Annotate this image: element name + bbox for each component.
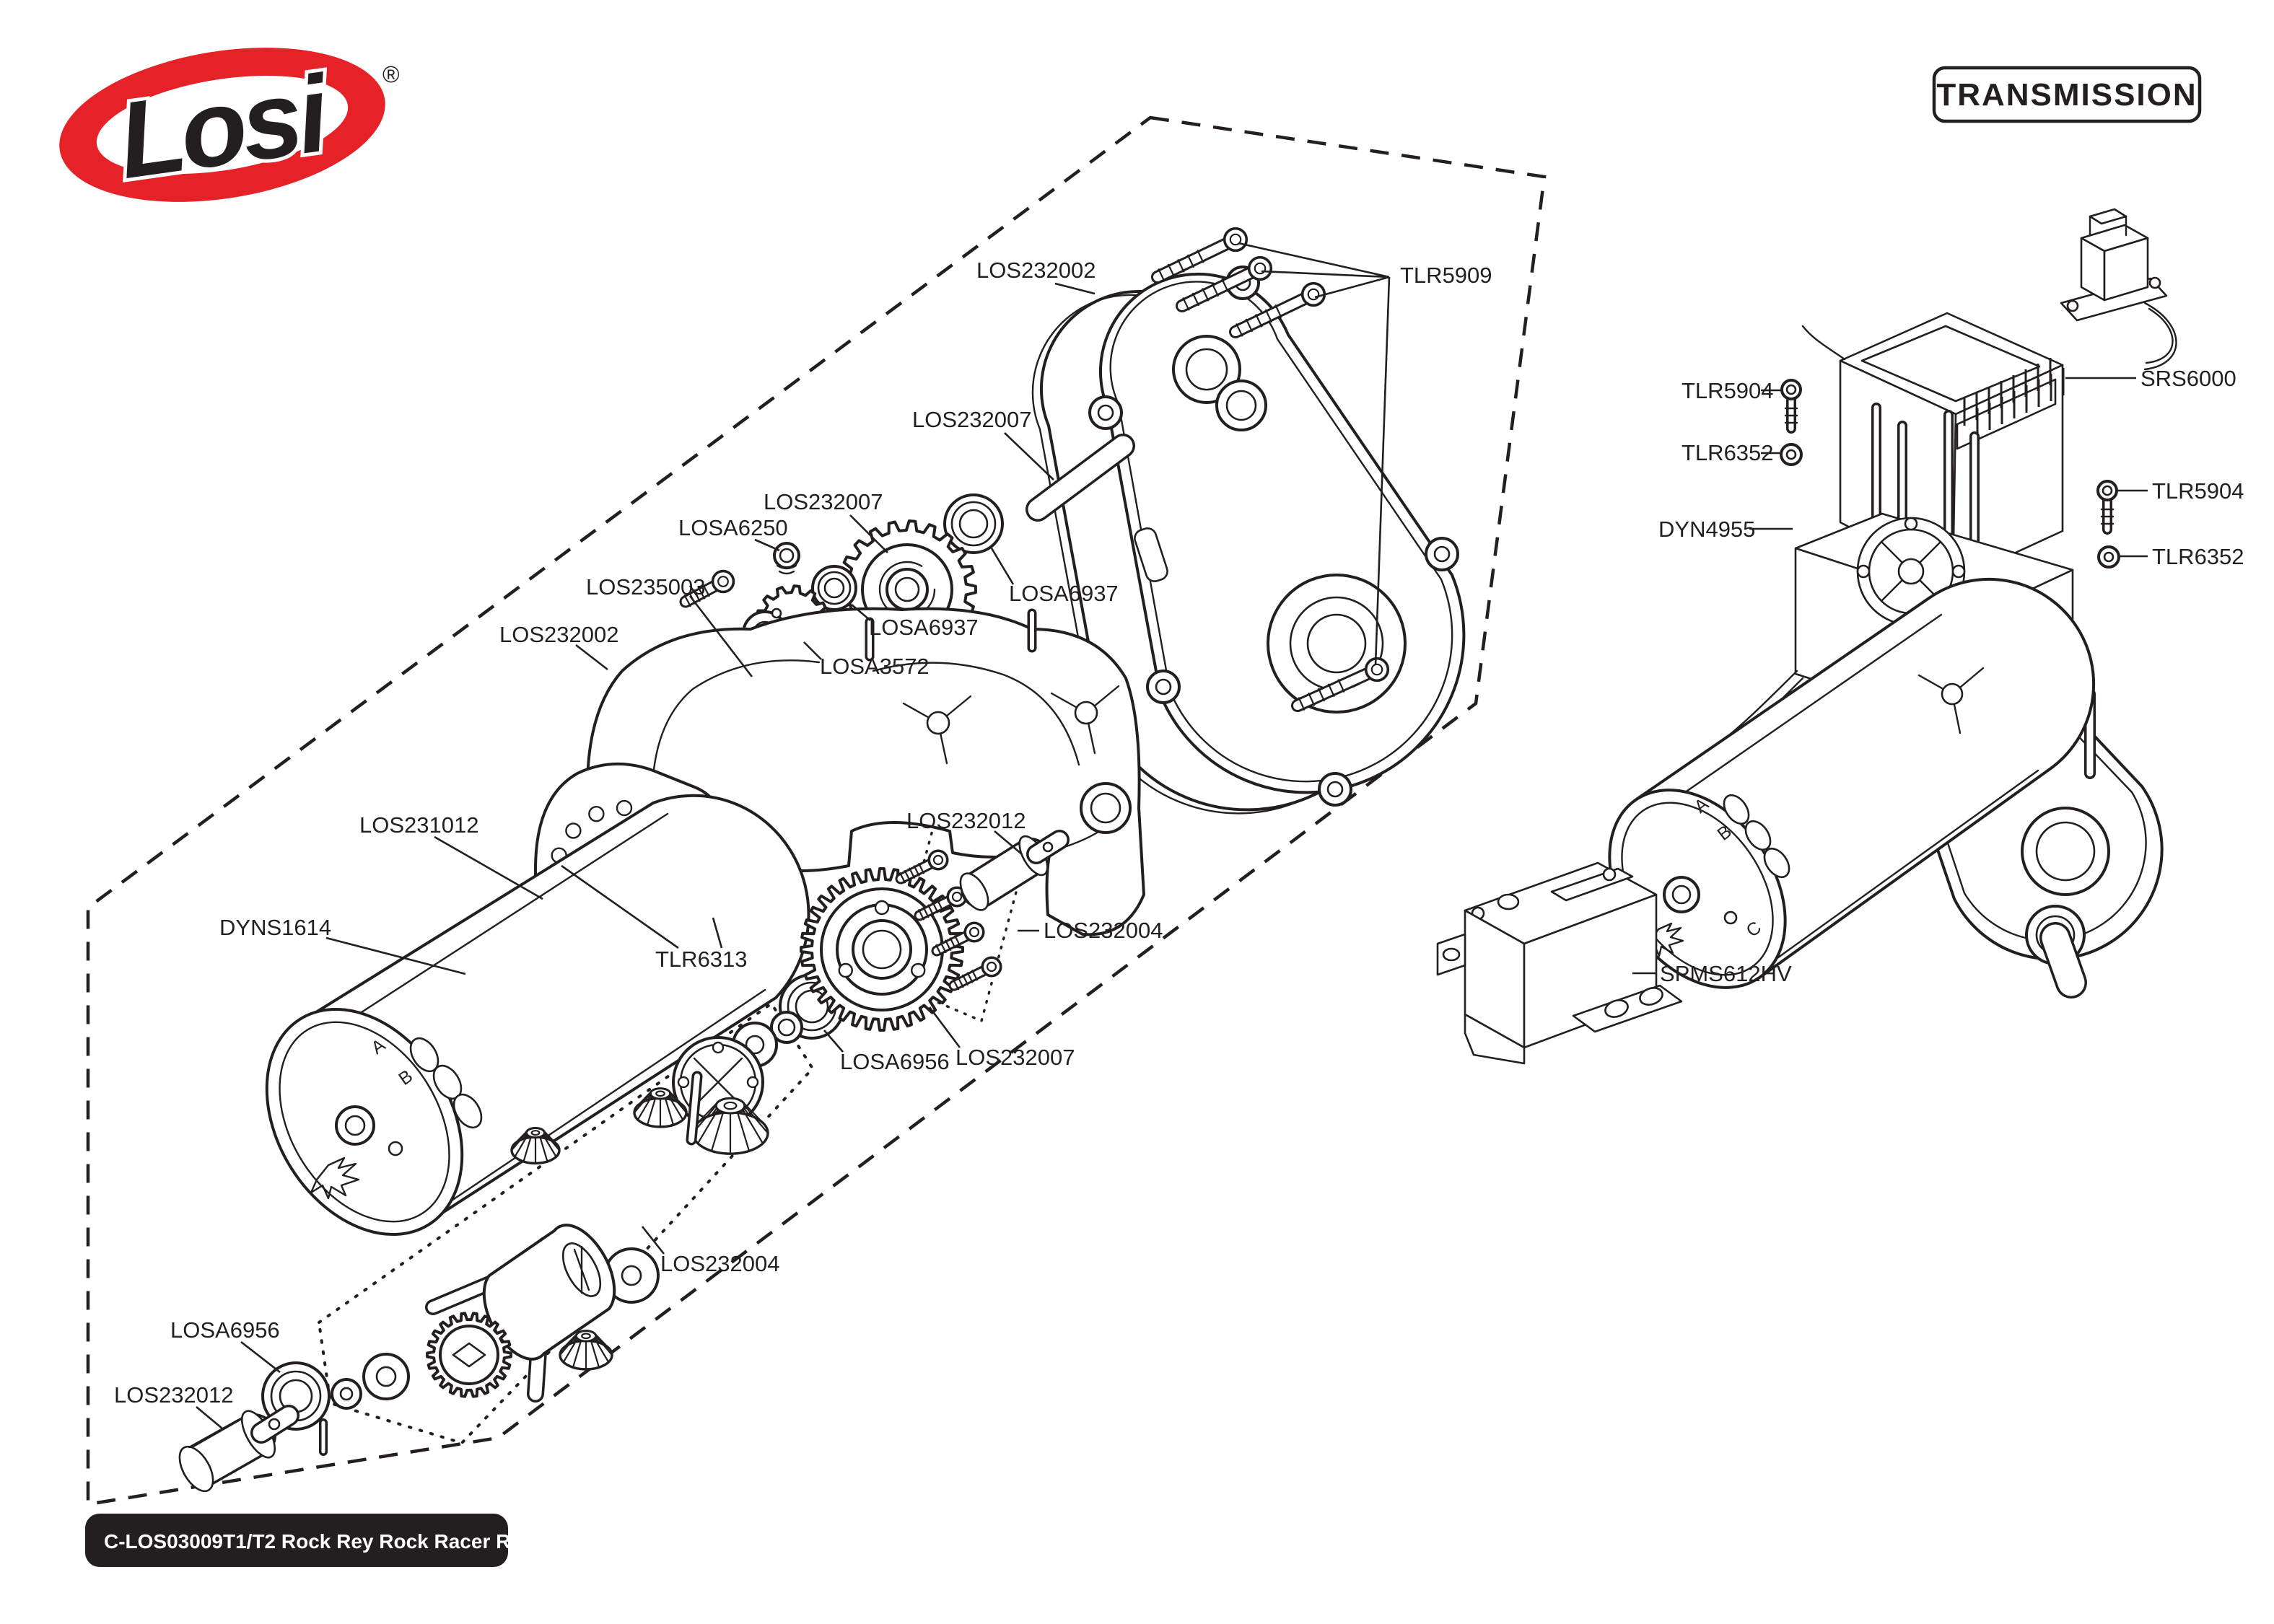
exploded-view-boundary xyxy=(86,115,1547,1506)
part-label-losa6937-left: LOSA6937 xyxy=(869,615,979,640)
esc-fan xyxy=(1856,517,1966,626)
part-label-losa6250: LOSA6250 xyxy=(678,515,788,540)
cover-screw-tlr5909-3 xyxy=(1229,281,1326,338)
part-label-losa3572: LOSA3572 xyxy=(820,654,930,679)
part-label-los232002-top: LOS232002 xyxy=(976,258,1096,283)
set-screw-losa6250 xyxy=(773,542,800,575)
part-label-tlr5909: TLR5909 xyxy=(1400,263,1492,288)
registered-mark: ® xyxy=(382,61,400,87)
part-label-tlr5904-right: TLR5904 xyxy=(2152,478,2244,504)
diff-bevel-small-1 xyxy=(633,1087,688,1128)
diff-washer-2 xyxy=(362,1353,410,1400)
part-label-los232004-diff: LOS232004 xyxy=(660,1251,779,1276)
gear-cover xyxy=(1088,265,1466,807)
cover-screw-tlr5909-1 xyxy=(1151,227,1248,284)
diff-ring-washer xyxy=(770,1011,803,1044)
part-label-tlr5904-left: TLR5904 xyxy=(1682,378,1774,403)
leader-lines xyxy=(196,242,2148,1429)
bearing-losa6956-bottom xyxy=(261,1361,331,1431)
diff-bevel-small-2 xyxy=(510,1127,561,1165)
part-label-tlr6352-left: TLR6352 xyxy=(1682,440,1774,465)
spider-shaft-right xyxy=(1050,685,1120,755)
part-label-los232007-idler: LOS232007 xyxy=(764,489,883,514)
title-box: TRANSMISSION xyxy=(1932,66,2202,123)
part-label-spms612hv: SPMS612HV xyxy=(1660,961,1792,986)
part-label-los232012-top: LOS232012 xyxy=(906,808,1026,833)
washer-tlr6352-right xyxy=(2097,545,2120,569)
part-label-dyn4955: DYN4955 xyxy=(1658,517,1755,542)
clutch-gear xyxy=(426,1312,512,1398)
part-label-srs6000: SRS6000 xyxy=(2140,366,2236,391)
part-label-los232002-case: LOS232002 xyxy=(499,622,618,647)
diff-screw-los232004-1 xyxy=(895,849,949,885)
spider-shaft-left xyxy=(902,695,972,765)
part-label-los232007-spur: LOS232007 xyxy=(955,1045,1075,1070)
diff-bevel-small-3 xyxy=(559,1330,613,1371)
gearbox-spider-shaft xyxy=(1917,667,1985,734)
bearing-losa6937-right xyxy=(943,493,1004,554)
power-switch xyxy=(2060,208,2177,371)
servo-spms612hv xyxy=(1436,861,1683,1065)
part-label-tlr6313: TLR6313 xyxy=(655,947,748,972)
one-way-drum xyxy=(482,1224,616,1361)
dynamite-logo-icon xyxy=(310,1156,360,1200)
footer-part-code-text: C-LOS03009T1/T2 Rock Rey Rock Racer RTR xyxy=(104,1530,538,1553)
assembled-transmission: A B C xyxy=(1608,577,2164,998)
idler-shaft xyxy=(1026,434,1135,522)
footer-part-code: C-LOS03009T1/T2 Rock Rey Rock Racer RTR xyxy=(85,1514,538,1567)
diff-bevel-large xyxy=(691,1097,769,1155)
part-label-los235003: LOS235003 xyxy=(586,574,705,600)
outdrive-los232012-bottom xyxy=(178,1405,299,1493)
diff-screw-los232004-3 xyxy=(931,921,985,957)
cover-screw-tlr5909-2 xyxy=(1176,255,1273,312)
screw-tlr5904-left xyxy=(1780,379,1802,434)
page-title: TRANSMISSION xyxy=(1936,77,2197,113)
cap-screw-los235003-1 xyxy=(679,569,735,608)
diff-washer-mid xyxy=(603,1247,660,1304)
screw-tlr5904-right xyxy=(2096,480,2118,535)
part-label-los232004-screws: LOS232004 xyxy=(1044,918,1163,943)
part-label-tlr6352-right: TLR6352 xyxy=(2152,544,2244,569)
motor-dyns1614: A B xyxy=(265,794,810,1237)
losi-logo: Losi ® xyxy=(59,48,400,205)
diff-cross-pin-1 xyxy=(686,1071,703,1146)
washer-tlr6352-left xyxy=(1780,443,1803,466)
part-label-losa6937-right: LOSA6937 xyxy=(1009,581,1119,606)
part-label-los232012-bottom: LOS232012 xyxy=(114,1382,233,1408)
diff-screw-los232004-4 xyxy=(948,956,1002,991)
cover-screw-tlr5909-4 xyxy=(1291,657,1390,712)
part-label-los231012: LOS231012 xyxy=(359,812,478,838)
part-label-los232007-shaft: LOS232007 xyxy=(912,407,1031,432)
outdrive-los232012-top xyxy=(959,830,1070,911)
part-label-losa6956-bottom: LOSA6956 xyxy=(170,1317,280,1343)
part-label-losa6956-mid: LOSA6956 xyxy=(840,1049,950,1074)
part-labels: LOS232002 TLR5909 LOS232007 LOS232007 LO… xyxy=(114,258,2244,1408)
part-label-dyns1614: DYNS1614 xyxy=(219,915,331,940)
diff-washer-1 xyxy=(331,1378,362,1410)
